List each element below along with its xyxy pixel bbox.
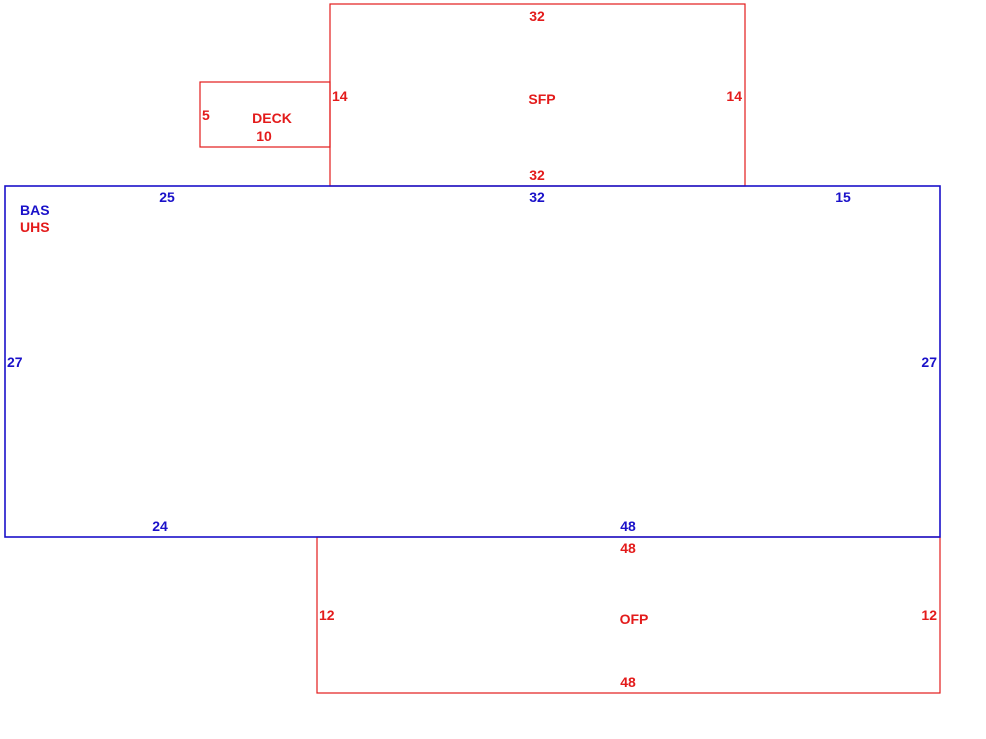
sfp-right-dimension: 14 (726, 88, 742, 104)
deck-bottom-dimension: 10 (256, 128, 272, 144)
ofp-right-dimension: 12 (921, 607, 937, 623)
ofp-top-dimension: 48 (620, 540, 636, 556)
bas-left-dimension: 27 (7, 354, 23, 370)
bas-label: BAS (20, 202, 50, 218)
bas-outline (4, 185, 941, 538)
sfp-top-dimension: 32 (529, 8, 545, 24)
bas-bottom-right-dimension: 48 (620, 518, 636, 534)
ofp-left-dimension: 12 (319, 607, 335, 623)
bas-right-dimension: 27 (921, 354, 937, 370)
deck-label: DECK (252, 110, 292, 126)
deck-left-dimension: 5 (202, 107, 210, 123)
sfp-bottom-dimension: 32 (529, 167, 545, 183)
uhs-label: UHS (20, 219, 50, 235)
bas-bottom-left-dimension: 24 (152, 518, 168, 534)
deck-outline (199, 81, 331, 148)
ofp-label: OFP (620, 611, 649, 627)
bas-top-left-dimension: 25 (159, 189, 175, 205)
bas-top-right-dimension: 15 (835, 189, 851, 205)
sfp-left-dimension: 14 (332, 88, 348, 104)
bas-top-mid-dimension: 32 (529, 189, 545, 205)
ofp-bottom-dimension: 48 (620, 674, 636, 690)
sfp-label: SFP (528, 91, 555, 107)
